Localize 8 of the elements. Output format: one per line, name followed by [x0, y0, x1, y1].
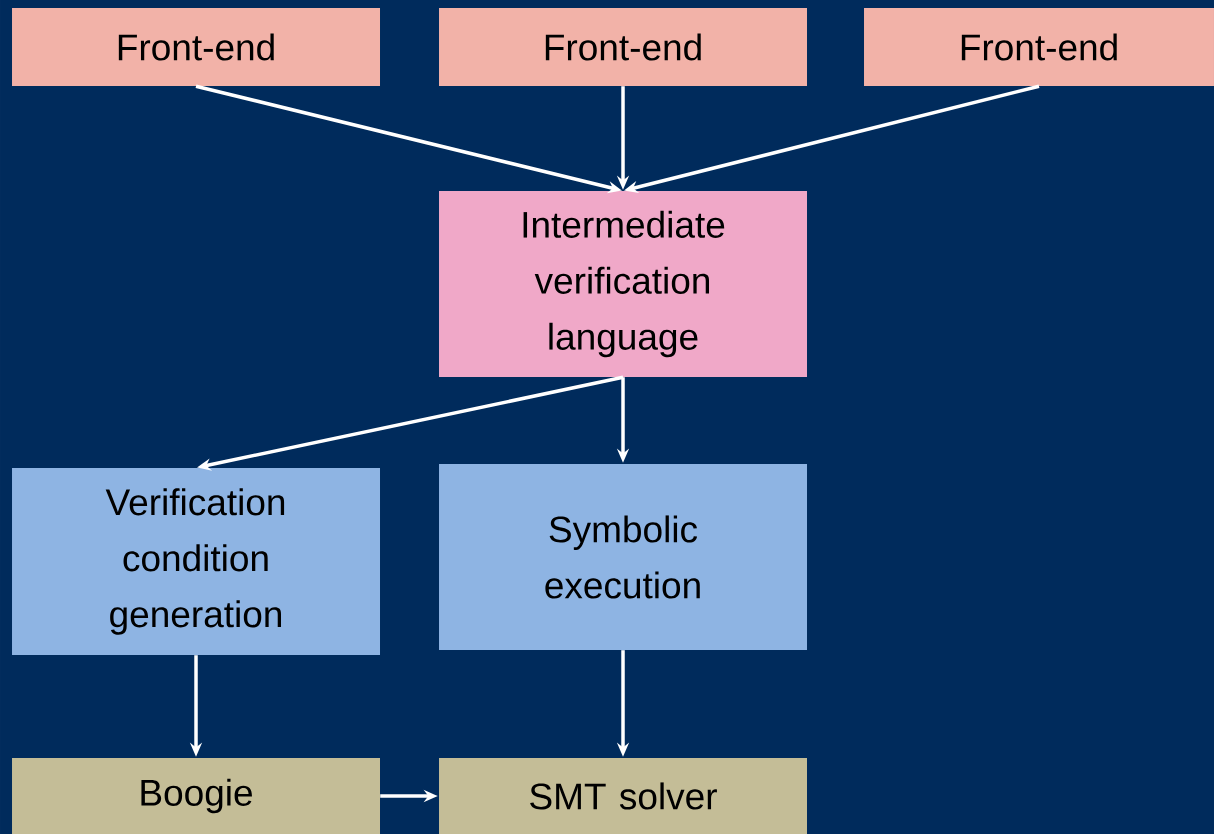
front-end-box: Front-end: [864, 8, 1214, 86]
tool-box: SMT solver: [439, 758, 807, 834]
tool-box: Boogie: [12, 758, 380, 834]
process-box: Symbolic execution: [439, 464, 807, 650]
process-box: Verification condition generation: [12, 468, 380, 655]
front-end-box: Front-end: [12, 8, 380, 86]
language-box: Intermediate verification language: [439, 191, 807, 377]
front-end-box: Front-end: [439, 8, 807, 86]
